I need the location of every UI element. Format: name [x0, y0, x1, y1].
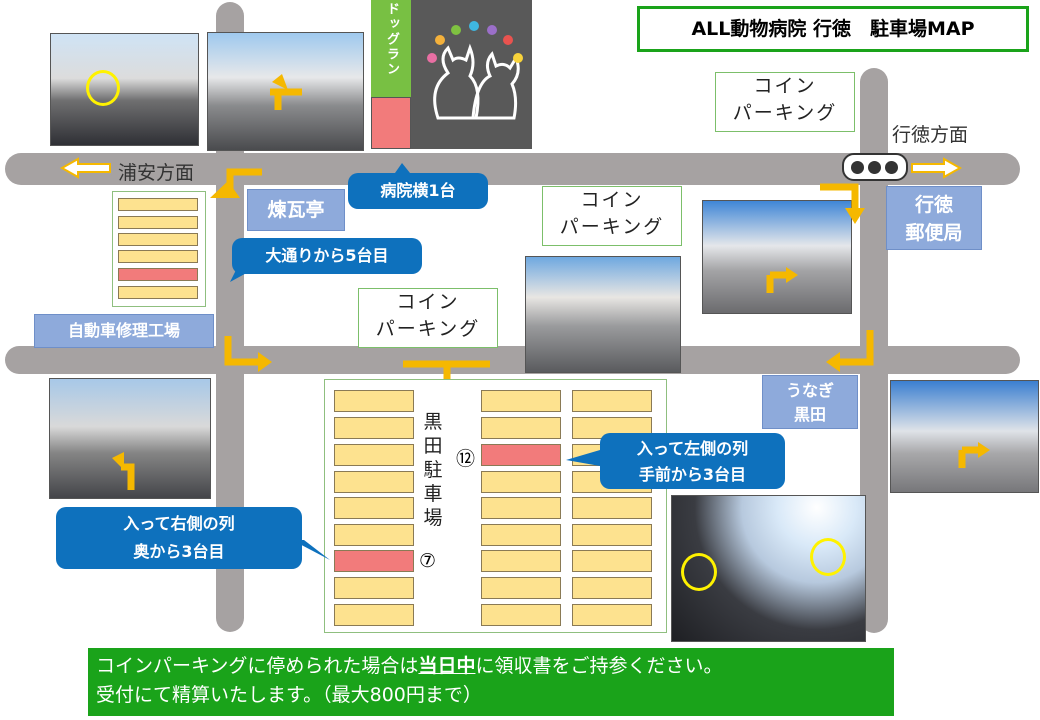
callout-right-row: 入って右側の列 奥から3台目 — [56, 507, 302, 569]
landmark-gyotoku-post: 行徳 郵便局 — [886, 186, 982, 250]
parking-space — [334, 604, 414, 626]
parking-space — [334, 417, 414, 439]
parking-space — [334, 444, 414, 466]
highlight-circle-2 — [681, 553, 717, 591]
parking-space-marked — [118, 268, 198, 281]
parking-space — [334, 471, 414, 493]
parking-space — [481, 524, 561, 546]
parking-space — [572, 604, 652, 626]
dog-run-label: ドッグラン — [384, 2, 399, 77]
parking-space — [334, 497, 414, 519]
parking-space — [481, 390, 561, 412]
highlight-circle-1 — [86, 70, 120, 106]
parking-space — [481, 550, 561, 572]
parking-space — [481, 471, 561, 493]
landmark-auto-repair: 自動車修理工場 — [34, 314, 214, 348]
dog-run-area — [371, 0, 411, 97]
photo-coin-parking — [525, 256, 681, 373]
parking-space — [572, 550, 652, 572]
parking-space — [334, 577, 414, 599]
parking-space-7 — [334, 550, 414, 572]
parking-space — [572, 524, 652, 546]
landmark-rengatei: 煉瓦亭 — [247, 189, 345, 231]
traffic-light-icon — [842, 153, 908, 181]
callout-left-row: 入って左側の列 手前から3台目 — [600, 433, 785, 489]
parking-space — [334, 524, 414, 546]
hospital-parking-space — [371, 97, 411, 149]
hospital-logo-icon — [427, 21, 523, 120]
parking-space — [481, 497, 561, 519]
photo-post-office — [702, 200, 852, 314]
coin-parking-label-2: コイン パーキング — [542, 186, 682, 246]
callout-hospital-side: 病院横1台 — [348, 173, 488, 209]
notice-box: コインパーキングに停められた場合は当日中に領収書をご持参ください。 受付にて精算… — [88, 648, 894, 716]
parking-space — [572, 390, 652, 412]
parking-space — [481, 604, 561, 626]
coin-parking-label-1: コイン パーキング — [715, 72, 855, 132]
parking-space — [118, 286, 198, 299]
space-number-12: ⑫ — [456, 448, 476, 470]
coin-parking-label-3: コイン パーキング — [358, 288, 498, 348]
direction-gyotoku: 行徳方面 — [892, 124, 969, 146]
parking-space — [481, 417, 561, 439]
space-number-7: ⑦ — [419, 550, 437, 572]
parking-space — [572, 497, 652, 519]
notice-line-1: コインパーキングに停められた場合は当日中に領収書をご持参ください。 — [96, 655, 723, 677]
parking-space — [481, 577, 561, 599]
parking-space — [118, 250, 198, 263]
parking-space-12 — [481, 444, 561, 466]
notice-line-2: 受付にて精算いたします。（最大800円まで） — [96, 684, 482, 706]
photo-street-right — [890, 380, 1039, 493]
parking-space — [572, 577, 652, 599]
notice-emphasis: 当日中 — [418, 655, 476, 677]
parking-space — [118, 198, 198, 211]
map-title: ALL動物病院 行徳 駐車場MAP — [637, 6, 1029, 52]
photo-street-1 — [50, 33, 199, 146]
kuroda-lot-name: 黒 田 駐 車 場 — [423, 411, 443, 529]
callout-main-street: 大通りから5台目 — [232, 238, 422, 274]
highlight-circle-3 — [810, 538, 846, 576]
direction-urayasu: 浦安方面 — [118, 162, 195, 184]
parking-space — [118, 216, 198, 229]
parking-space — [334, 390, 414, 412]
parking-space — [118, 233, 198, 246]
landmark-unagi: うなぎ 黒田 — [762, 375, 858, 429]
